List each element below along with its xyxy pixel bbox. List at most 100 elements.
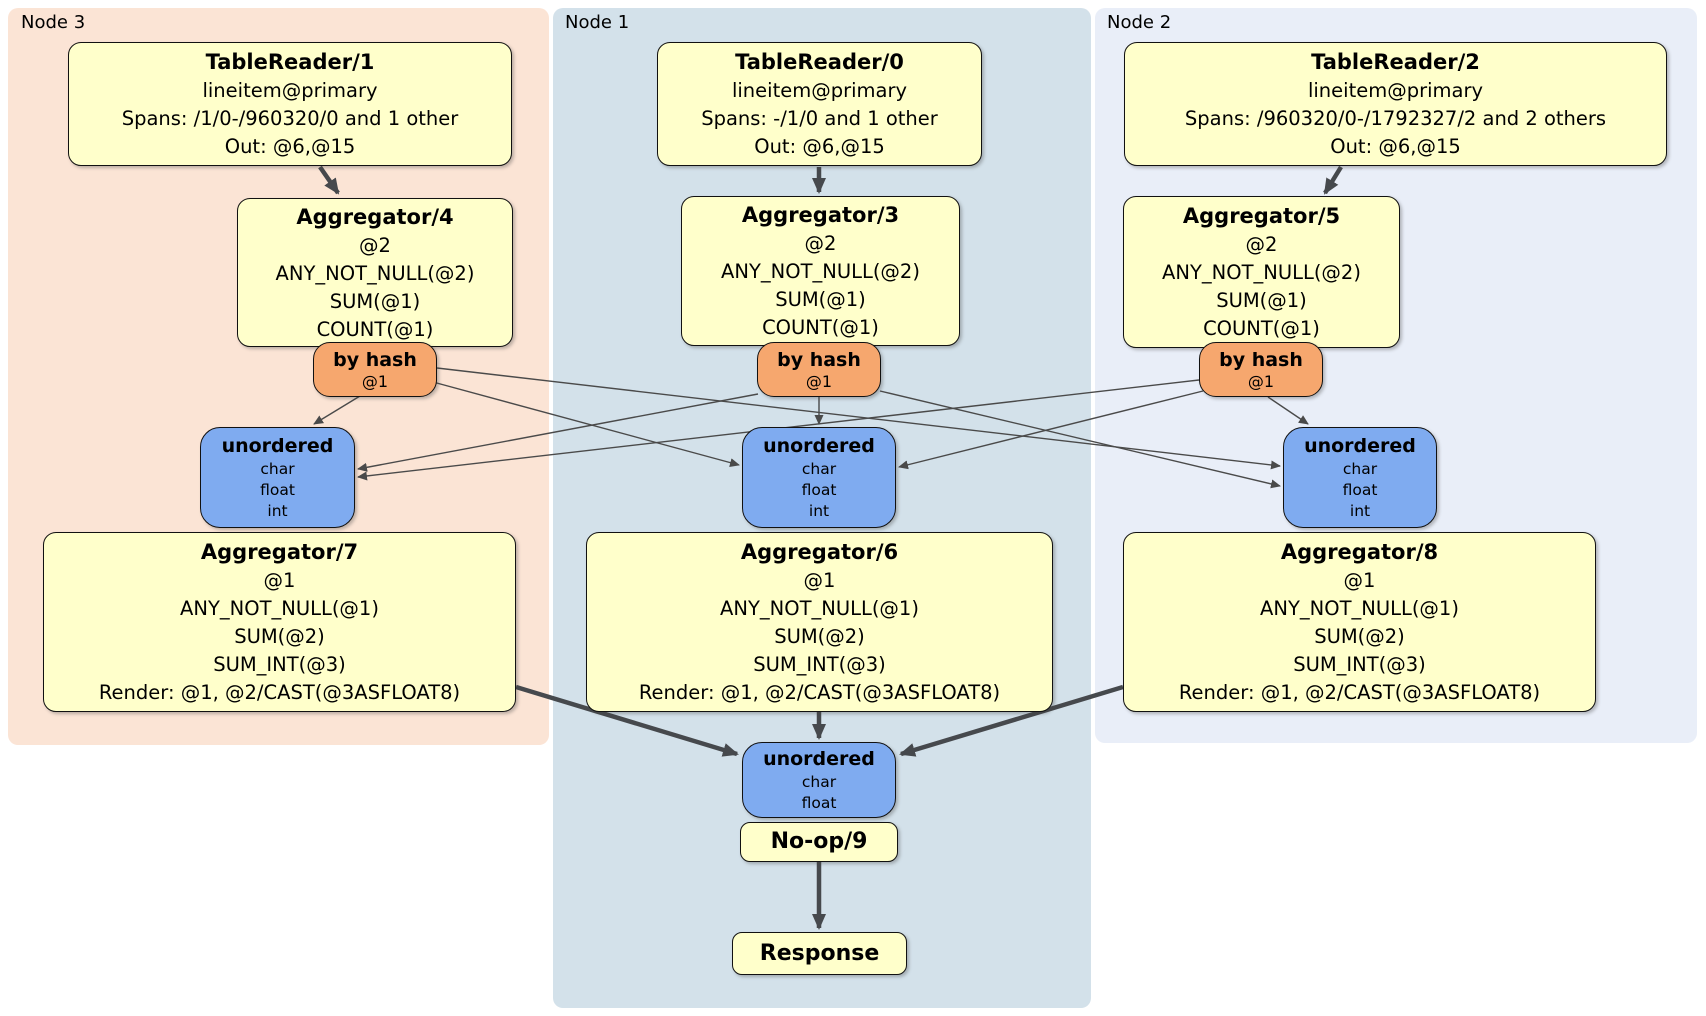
box-line: Spans: -/1/0 and 1 other — [701, 107, 938, 130]
box-line: COUNT(@1) — [1203, 317, 1320, 340]
box-line: Spans: /1/0-/960320/0 and 1 other — [121, 107, 459, 130]
final-sync-box: unordered char float — [742, 742, 896, 818]
hash-router-node2: by hash @1 — [1199, 342, 1323, 397]
box-title: unordered — [1304, 434, 1416, 457]
edge-hash2-sync2 — [1267, 396, 1309, 425]
box-line: @2 — [1245, 233, 1278, 256]
box-line: lineitem@primary — [1307, 79, 1484, 102]
tablereader-2-box: TableReader/2 lineitem@primary Spans: /9… — [1124, 42, 1667, 166]
box-line: ANY_NOT_NULL(@2) — [275, 261, 475, 285]
box-title: No-op/9 — [770, 829, 868, 854]
box-line: ANY_NOT_NULL(@2) — [721, 260, 920, 283]
tablereader-1-box: TableReader/1 lineitem@primary Spans: /1… — [68, 42, 512, 166]
edge-hash3-sync2 — [436, 367, 1281, 470]
box-line: char — [260, 459, 295, 478]
box-title: unordered — [221, 434, 334, 457]
box-line: float — [1342, 480, 1378, 499]
box-line: SUM_INT(@3) — [753, 653, 886, 676]
box-title: Aggregator/6 — [740, 540, 899, 564]
box-line: ANY_NOT_NULL(@1) — [720, 597, 919, 620]
box-line: @1 — [803, 569, 836, 592]
edge-hash3-sync3 — [313, 395, 361, 425]
edge-hash2-sync1 — [898, 390, 1204, 470]
box-line: ANY_NOT_NULL(@1) — [180, 597, 379, 620]
aggregator-6-box: Aggregator/6 @1 ANY_NOT_NULL(@1) SUM(@2)… — [586, 532, 1053, 712]
box-line: lineitem@primary — [731, 79, 908, 102]
box-line: Render: @1, @2/CAST(@3ASFLOAT8) — [98, 681, 461, 704]
node-region-label: Node 3 — [21, 12, 86, 33]
node-region-label: Node 2 — [1107, 12, 1172, 33]
edge-aggregator8-final-sync — [899, 684, 1124, 757]
aggregator-7-box: Aggregator/7 @1 ANY_NOT_NULL(@1) SUM(@2)… — [43, 532, 516, 712]
hash-router-node1: by hash @1 — [757, 342, 881, 397]
box-line: @1 — [263, 569, 296, 592]
edge-hash1-sync3 — [357, 393, 759, 472]
box-title: by hash — [333, 348, 417, 371]
box-title: unordered — [763, 747, 875, 770]
aggregator-8-box: Aggregator/8 @1 ANY_NOT_NULL(@1) SUM(@2)… — [1123, 532, 1596, 712]
tablereader-0-box: TableReader/0 lineitem@primary Spans: -/… — [657, 42, 982, 166]
box-line: SUM(@2) — [1314, 625, 1405, 648]
box-line: COUNT(@1) — [316, 317, 434, 341]
edge-tablereader1-aggregator4 — [318, 165, 340, 195]
box-line: lineitem@primary — [202, 79, 378, 102]
box-title: by hash — [1219, 348, 1303, 371]
box-title: Aggregator/7 — [200, 540, 359, 564]
box-line: ANY_NOT_NULL(@1) — [1260, 597, 1459, 620]
sync-box-node1: unordered char float int — [742, 427, 896, 528]
box-line: SUM(@2) — [234, 625, 325, 648]
aggregator-5-box: Aggregator/5 @2 ANY_NOT_NULL(@2) SUM(@1)… — [1123, 196, 1400, 348]
box-line: SUM(@1) — [1216, 289, 1307, 312]
box-line: @2 — [359, 233, 391, 257]
sync-box-node3: unordered char float int — [200, 427, 355, 528]
box-line: int — [808, 501, 830, 520]
box-title: by hash — [777, 348, 861, 371]
box-title: Aggregator/4 — [296, 204, 454, 229]
box-line: @2 — [804, 232, 837, 255]
box-line: int — [267, 501, 288, 520]
noop-box: No-op/9 — [740, 822, 898, 862]
hash-router-node3: by hash @1 — [313, 342, 437, 397]
box-line: SUM(@2) — [774, 625, 865, 648]
box-line: Spans: /960320/0-/1792327/2 and 2 others — [1184, 107, 1607, 130]
box-line: Out: @6,@15 — [224, 135, 356, 158]
box-title: TableReader/2 — [1311, 50, 1480, 74]
box-line: @1 — [1343, 569, 1376, 592]
box-title: unordered — [763, 434, 875, 457]
box-title: TableReader/0 — [735, 50, 904, 74]
box-line: int — [1349, 501, 1371, 520]
box-line: @1 — [361, 371, 389, 391]
box-title: Aggregator/3 — [741, 203, 900, 227]
box-line: SUM(@1) — [775, 288, 866, 311]
edge-tablereader2-aggregator5 — [1323, 165, 1343, 195]
box-title: TableReader/1 — [205, 50, 375, 74]
node-region-label: Node 1 — [565, 12, 630, 33]
box-line: Render: @1, @2/CAST(@3ASFLOAT8) — [1178, 681, 1541, 704]
box-line: Out: @6,@15 — [1330, 135, 1461, 158]
box-line: Out: @6,@15 — [754, 135, 885, 158]
response-box: Response — [732, 932, 907, 975]
edge-aggregator7-final-sync — [515, 684, 739, 757]
aggregator-3-box: Aggregator/3 @2 ANY_NOT_NULL(@2) SUM(@1)… — [681, 196, 960, 346]
box-line: COUNT(@1) — [762, 316, 879, 339]
box-title: Aggregator/5 — [1182, 204, 1341, 228]
sync-box-node2: unordered char float int — [1283, 427, 1437, 528]
edge-hash1-sync2 — [879, 390, 1281, 489]
box-line: SUM_INT(@3) — [213, 653, 346, 676]
box-line: float — [801, 793, 837, 812]
box-line: SUM_INT(@3) — [1293, 653, 1426, 676]
box-line: SUM(@1) — [329, 289, 421, 313]
box-line: float — [801, 480, 837, 499]
box-line: char — [1342, 459, 1378, 478]
box-title: Aggregator/8 — [1280, 540, 1439, 564]
box-line: @1 — [1247, 371, 1275, 391]
box-line: @1 — [805, 371, 833, 391]
aggregator-4-box: Aggregator/4 @2 ANY_NOT_NULL(@2) SUM(@1)… — [237, 198, 513, 347]
box-line: Render: @1, @2/CAST(@3ASFLOAT8) — [638, 681, 1001, 704]
box-line: char — [801, 459, 837, 478]
box-line: float — [260, 480, 295, 499]
box-line: char — [801, 772, 837, 791]
box-title: Response — [759, 940, 880, 966]
box-line: ANY_NOT_NULL(@2) — [1162, 261, 1361, 284]
